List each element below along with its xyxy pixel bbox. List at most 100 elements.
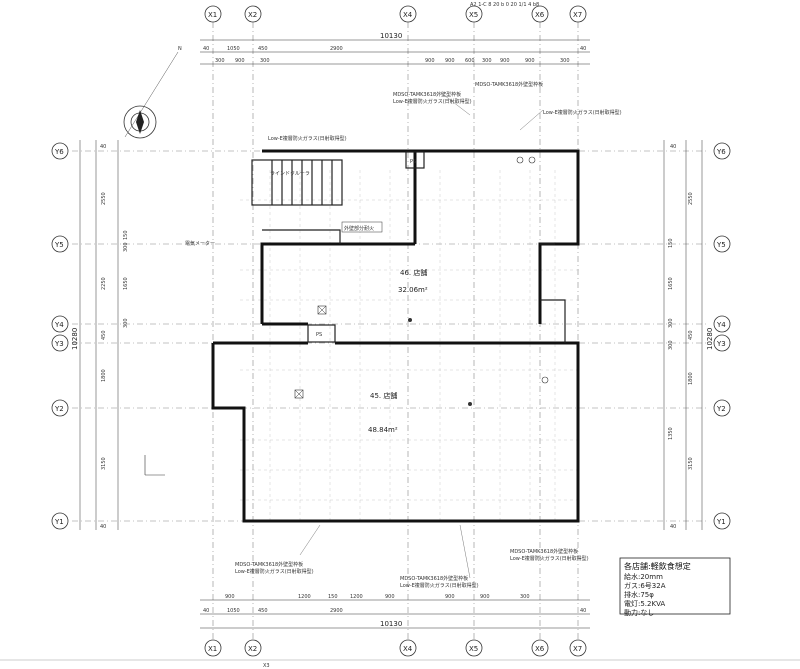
svg-text:450: 450 bbox=[258, 608, 268, 614]
dimensions-bottom: 900 1200 150 1200 900 900 900 300 40 105… bbox=[200, 594, 590, 629]
room-lower: 45. 店舗 48.84m² bbox=[368, 391, 398, 434]
room-upper-area: 32.06m² bbox=[398, 286, 428, 294]
grid-label-top-x2: X2 bbox=[248, 11, 257, 19]
svg-text:900: 900 bbox=[480, 594, 490, 600]
grid-label-bottom-x1: X1 bbox=[208, 645, 217, 653]
svg-text:150: 150 bbox=[328, 594, 338, 600]
svg-text:1050: 1050 bbox=[227, 46, 240, 52]
svg-text:900: 900 bbox=[525, 58, 535, 64]
svg-text:MDSO-TAMK3618外壁型枠板: MDSO-TAMK3618外壁型枠板 bbox=[393, 91, 461, 98]
spec-notes-bottom: MDSO-TAMK3618外壁型枠板 Low-E複層防火ガラス(日射取得型) M… bbox=[235, 524, 589, 589]
legend-row-drain: 排水:75φ bbox=[624, 590, 654, 599]
grid-bubbles-bottom: X1 X2 X4 X5 X6 X7 X3 bbox=[204, 639, 587, 669]
grid-label-bottom-x5: X5 bbox=[469, 645, 478, 653]
grid-label-left-y4: Y4 bbox=[54, 321, 64, 329]
svg-text:40: 40 bbox=[670, 524, 676, 530]
grid-label-top-x1: X1 bbox=[208, 11, 217, 19]
svg-text:900: 900 bbox=[425, 58, 435, 64]
grid-label-right-y2: Y2 bbox=[716, 405, 726, 413]
svg-text:300: 300 bbox=[560, 58, 570, 64]
svg-text:900: 900 bbox=[500, 58, 510, 64]
svg-text:1050: 1050 bbox=[227, 608, 240, 614]
svg-text:150: 150 bbox=[668, 238, 674, 248]
svg-text:300: 300 bbox=[260, 58, 270, 64]
svg-text:1200: 1200 bbox=[298, 594, 311, 600]
svg-text:2900: 2900 bbox=[330, 46, 343, 52]
grid-label-left-y1: Y1 bbox=[54, 518, 64, 526]
svg-text:300: 300 bbox=[123, 242, 129, 252]
svg-text:1200: 1200 bbox=[350, 594, 363, 600]
svg-text:1800: 1800 bbox=[688, 372, 694, 385]
svg-text:300: 300 bbox=[215, 58, 225, 64]
svg-text:300: 300 bbox=[668, 318, 674, 328]
legend-title: 各店舗:軽飲食想定 bbox=[624, 561, 691, 571]
grid-label-top-x6: X6 bbox=[535, 11, 545, 19]
svg-text:1650: 1650 bbox=[668, 277, 674, 290]
spec-notes-top: MDSO-TAMK3618外壁型枠板 Low-E複層防火ガラス(日射取得型) M… bbox=[268, 81, 622, 142]
svg-text:2900: 2900 bbox=[330, 608, 343, 614]
grid-label-right-y1: Y1 bbox=[716, 518, 726, 526]
dimensions-right: 40 2550 150 1650 300 450 300 1800 1350 3… bbox=[663, 140, 714, 530]
wall-label: 外壁部分耐火 bbox=[344, 225, 374, 232]
svg-text:2550: 2550 bbox=[688, 192, 694, 205]
legend-row-power: 動力:なし bbox=[624, 608, 654, 617]
dimensions-top: 10130 40 1050 450 2900 40 300 900 300 90… bbox=[200, 32, 590, 65]
room-lower-name: 45. 店舗 bbox=[370, 391, 397, 400]
legend-row-light: 電灯:5.2KVA bbox=[624, 599, 665, 608]
svg-text:900: 900 bbox=[385, 594, 395, 600]
svg-text:Low-E複層防火ガラス(日射取得型): Low-E複層防火ガラス(日射取得型) bbox=[268, 135, 347, 142]
grid-label-right-y3: Y3 bbox=[716, 340, 726, 348]
grid-label-left-y2: Y2 bbox=[54, 405, 64, 413]
stair-treads bbox=[271, 160, 333, 205]
legend-row-gas: ガス:6号32A bbox=[624, 581, 666, 590]
grid-label-right-y5: Y5 bbox=[716, 241, 726, 249]
room-lower-area: 48.84m² bbox=[368, 426, 398, 434]
svg-text:MDSO-TAMK3618外壁型枠板: MDSO-TAMK3618外壁型枠板 bbox=[475, 81, 543, 88]
svg-text:300: 300 bbox=[482, 58, 492, 64]
svg-text:450: 450 bbox=[688, 330, 694, 340]
grid-label-bottom-x6: X6 bbox=[535, 645, 545, 653]
svg-text:3150: 3150 bbox=[688, 457, 694, 470]
svg-text:Low-E複層防火ガラス(日射取得型): Low-E複層防火ガラス(日射取得型) bbox=[510, 555, 589, 562]
svg-text:300: 300 bbox=[520, 594, 530, 600]
svg-text:Low-E複層防火ガラス(日射取得型): Low-E複層防火ガラス(日射取得型) bbox=[400, 582, 479, 589]
grid-label-left-y5: Y5 bbox=[54, 241, 64, 249]
compass-label: N bbox=[178, 46, 182, 52]
grid-bubbles-right: Y6 Y5 Y4 Y3 Y2 Y1 bbox=[713, 142, 731, 530]
svg-text:1650: 1650 bbox=[123, 277, 129, 290]
fixture-markers bbox=[294, 156, 549, 406]
svg-text:900: 900 bbox=[225, 594, 235, 600]
dimensions-left: 40 2550 300 150 2250 1650 300 450 1800 3… bbox=[71, 140, 129, 530]
svg-text:Low-E複層防火ガラス(日射取得型): Low-E複層防火ガラス(日射取得型) bbox=[235, 568, 314, 575]
svg-text:Low-E複層防火ガラス(日射取得型): Low-E複層防火ガラス(日射取得型) bbox=[393, 98, 472, 105]
svg-text:300: 300 bbox=[668, 340, 674, 350]
grid-label-bottom-x7: X7 bbox=[573, 645, 582, 653]
svg-text:40: 40 bbox=[203, 608, 209, 614]
svg-text:900: 900 bbox=[235, 58, 245, 64]
svg-text:900: 900 bbox=[445, 594, 455, 600]
svg-text:40: 40 bbox=[580, 608, 586, 614]
svg-text:40: 40 bbox=[670, 144, 676, 150]
svg-text:MDSO-TAMK3618外壁型枠板: MDSO-TAMK3618外壁型枠板 bbox=[235, 561, 303, 568]
svg-text:2250: 2250 bbox=[101, 277, 107, 290]
ps-label-upper: PS bbox=[410, 159, 416, 165]
svg-text:900: 900 bbox=[445, 58, 455, 64]
dim-top-total: 10130 bbox=[380, 32, 402, 40]
meter-note: 電気メーター bbox=[185, 240, 215, 247]
svg-text:40: 40 bbox=[100, 144, 106, 150]
svg-text:Low-E複層防火ガラス(日射取得型): Low-E複層防火ガラス(日射取得型) bbox=[543, 109, 622, 116]
walls bbox=[211, 149, 580, 523]
header-fragment: A2 1-C 8 20 b 0 20 1/1 4 b8 bbox=[470, 2, 539, 8]
north-arrow-icon: N bbox=[123, 46, 182, 139]
svg-text:MDSO-TAMK3618外壁型枠板: MDSO-TAMK3618外壁型枠板 bbox=[400, 575, 468, 582]
grid-label-right-y4: Y4 bbox=[716, 321, 726, 329]
dim-bottom-total: 10130 bbox=[380, 620, 402, 628]
grid-label-right-y6: Y6 bbox=[716, 148, 726, 156]
grid-label-bottom-x2: X2 bbox=[248, 645, 257, 653]
svg-text:1800: 1800 bbox=[101, 369, 107, 382]
grid-label-bottom-x3: X3 bbox=[263, 663, 270, 669]
dim-left-total: 10280 bbox=[71, 328, 79, 350]
svg-text:MDSO-TAMK3618外壁型枠板: MDSO-TAMK3618外壁型枠板 bbox=[510, 548, 578, 555]
grid-label-left-y3: Y3 bbox=[54, 340, 64, 348]
